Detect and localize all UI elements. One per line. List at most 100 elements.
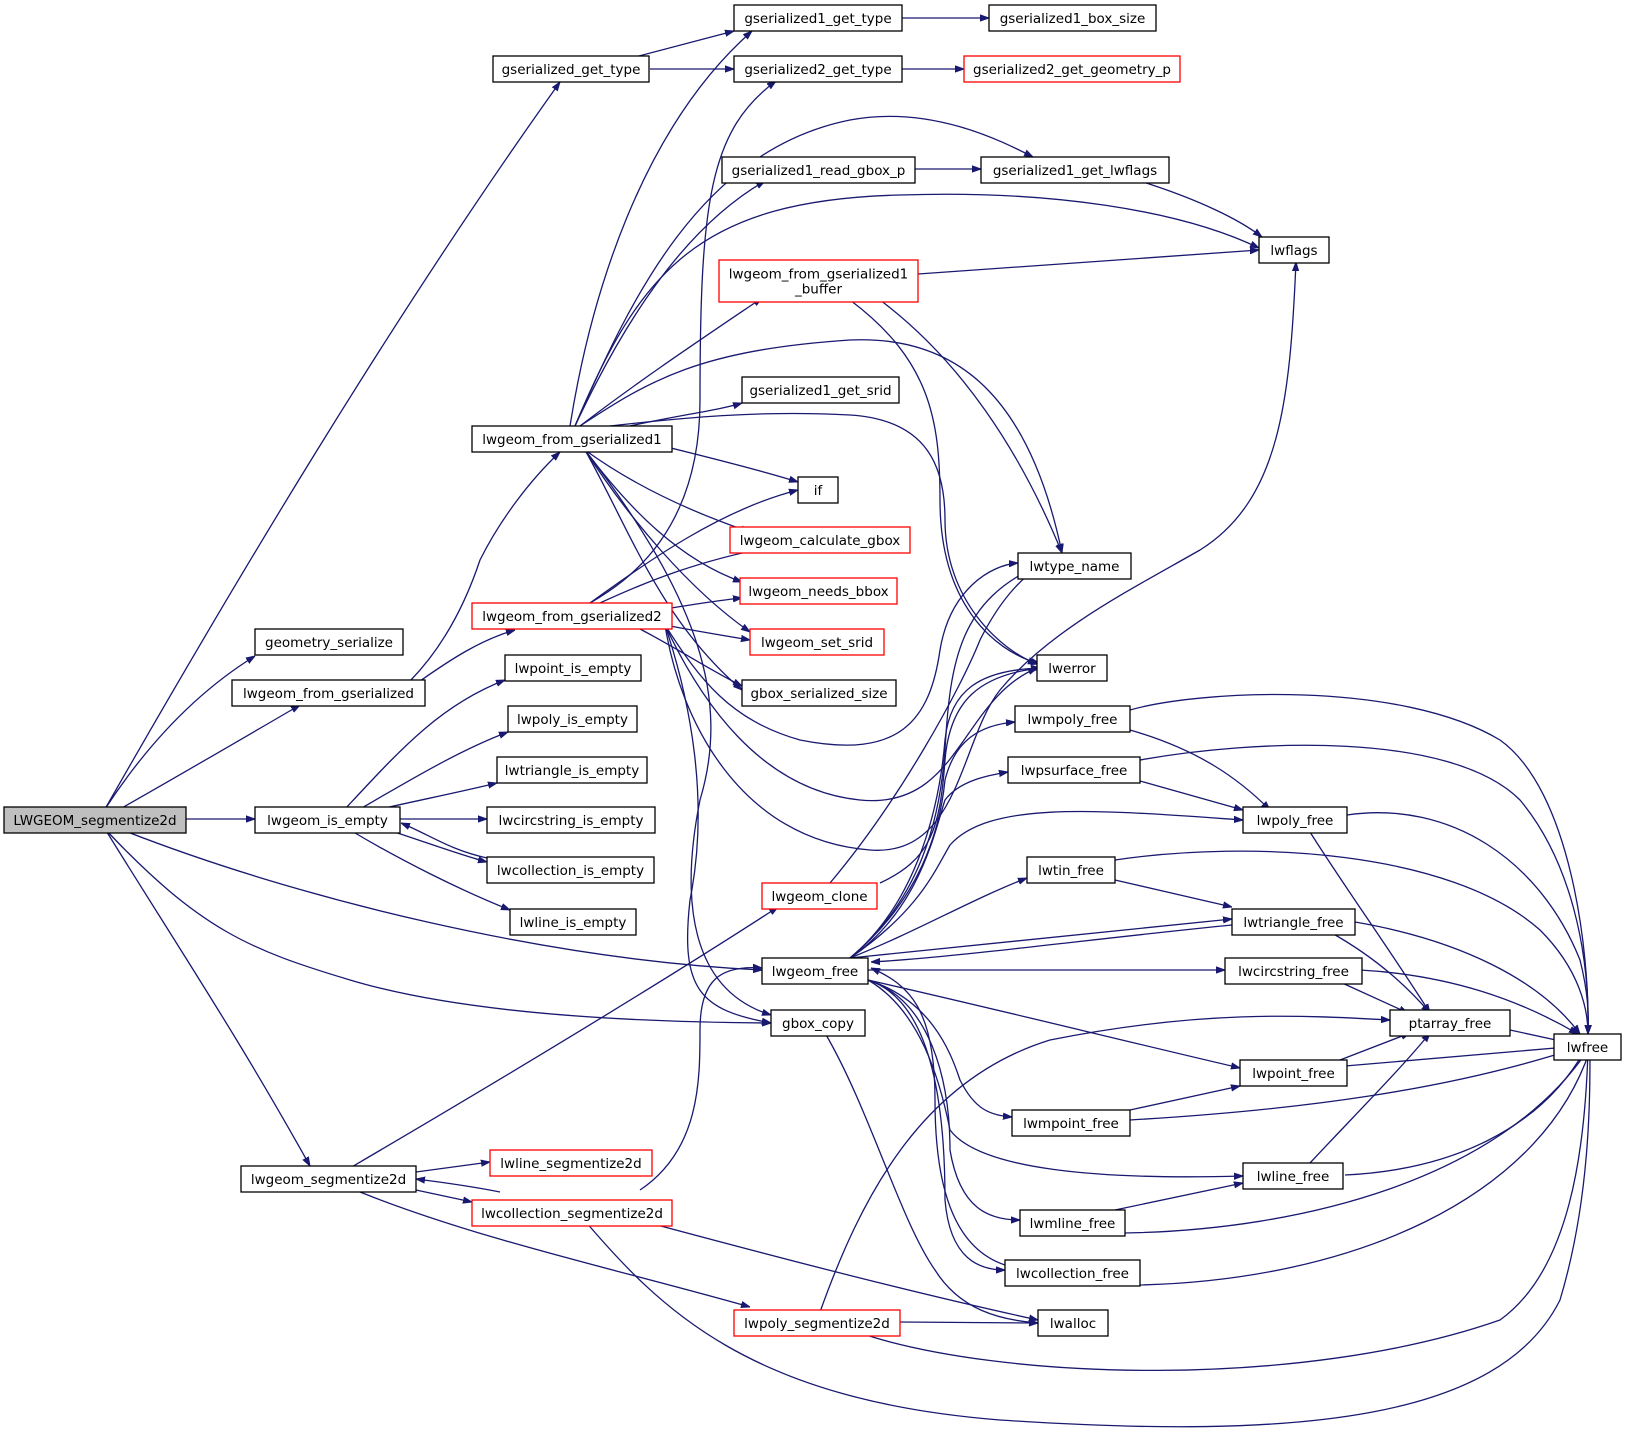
- node-gserialized2-get-geometry-p[interactable]: gserialized2_get_geometry_p: [963, 55, 1181, 83]
- node-box[interactable]: [486, 806, 656, 834]
- node-box[interactable]: [733, 4, 903, 32]
- node-box[interactable]: [761, 882, 878, 910]
- node-lwpsurface-free[interactable]: lwpsurface_free: [1007, 756, 1141, 784]
- node-box[interactable]: [1026, 856, 1116, 884]
- node-gserialized1-get-srid[interactable]: gserialized1_get_srid: [741, 376, 900, 404]
- node-lwcollection-segmentize2d[interactable]: lwcollection_segmentize2d: [471, 1199, 673, 1227]
- node-lwmpoly-free[interactable]: lwmpoly_free: [1014, 705, 1131, 733]
- node-lwalloc[interactable]: lwalloc: [1037, 1309, 1109, 1337]
- node-box[interactable]: [254, 806, 401, 834]
- node-box[interactable]: [471, 602, 673, 630]
- node-gserialized2-get-type[interactable]: gserialized2_get_type: [733, 55, 903, 83]
- node-box[interactable]: [741, 376, 900, 404]
- node-box[interactable]: [471, 425, 673, 453]
- node-lwpoint-is-empty[interactable]: lwpoint_is_empty: [504, 654, 642, 682]
- node-box[interactable]: [1037, 1309, 1109, 1337]
- node-box[interactable]: [496, 756, 648, 784]
- node-geometry-serialize[interactable]: geometry_serialize: [254, 628, 404, 656]
- node-box[interactable]: [1242, 1162, 1344, 1190]
- node-lwgeom-needs-bbox[interactable]: lwgeom_needs_bbox: [739, 577, 898, 605]
- node-box[interactable]: [1239, 1059, 1348, 1087]
- node-box[interactable]: [254, 628, 404, 656]
- node-gserialized-get-type[interactable]: gserialized_get_type: [492, 55, 650, 83]
- node-box[interactable]: [739, 577, 898, 605]
- node-box[interactable]: [729, 526, 911, 554]
- node-lwcircstring-free[interactable]: lwcircstring_free: [1224, 957, 1363, 985]
- node-box[interactable]: [1389, 1009, 1511, 1037]
- node-gserialized1-read-gbox-p[interactable]: gserialized1_read_gbox_p: [721, 156, 916, 184]
- node-box[interactable]: [1242, 806, 1348, 834]
- node-lwcircstring-is-empty[interactable]: lwcircstring_is_empty: [486, 806, 656, 834]
- node-box[interactable]: [761, 957, 869, 985]
- node-lwgeom-from-gserialized1[interactable]: lwgeom_from_gserialized1: [471, 425, 673, 453]
- node-lwgeom-from-gserialized2[interactable]: lwgeom_from_gserialized2: [471, 602, 673, 630]
- node-lwmpoint-free[interactable]: lwmpoint_free: [1011, 1109, 1131, 1137]
- node-lwgeom-is-empty[interactable]: lwgeom_is_empty: [254, 806, 401, 834]
- node-box[interactable]: [1553, 1033, 1622, 1061]
- node-box[interactable]: [1224, 957, 1363, 985]
- node-box[interactable]: [1011, 1109, 1131, 1137]
- node-lwmline-free[interactable]: lwmline_free: [1019, 1209, 1126, 1237]
- node-lwpoly-segmentize2d[interactable]: lwpoly_segmentize2d: [733, 1309, 901, 1337]
- node-box[interactable]: [749, 628, 885, 656]
- node-lwcollection-is-empty[interactable]: lwcollection_is_empty: [486, 856, 655, 884]
- node-lwtin-free[interactable]: lwtin_free: [1026, 856, 1116, 884]
- node-box[interactable]: [988, 4, 1157, 32]
- node-box[interactable]: [1004, 1259, 1141, 1287]
- node-box[interactable]: [1019, 1209, 1126, 1237]
- node-box[interactable]: [741, 679, 897, 707]
- node-box[interactable]: [492, 55, 650, 83]
- node-ptarray-free[interactable]: ptarray_free: [1389, 1009, 1511, 1037]
- node-if[interactable]: if: [797, 476, 839, 504]
- node-box[interactable]: [1036, 654, 1108, 682]
- node-box[interactable]: [471, 1199, 673, 1227]
- node-lwline-is-empty[interactable]: lwline_is_empty: [509, 908, 637, 936]
- node-box[interactable]: [1258, 236, 1330, 264]
- node-gserialized1-get-lwflags[interactable]: gserialized1_get_lwflags: [980, 156, 1170, 184]
- node-box[interactable]: [1007, 756, 1141, 784]
- node-gbox-serialized-size[interactable]: gbox_serialized_size: [741, 679, 897, 707]
- node-lwline-segmentize2d[interactable]: lwline_segmentize2d: [489, 1149, 653, 1177]
- node-lwpoint-free[interactable]: lwpoint_free: [1239, 1059, 1348, 1087]
- node-lwgeom-segmentize2d[interactable]: lwgeom_segmentize2d: [240, 1165, 417, 1193]
- node-lwgeom-clone[interactable]: lwgeom_clone: [761, 882, 878, 910]
- node-gserialized1-get-type[interactable]: gserialized1_get_type: [733, 4, 903, 32]
- node-box[interactable]: [770, 1009, 866, 1037]
- node-lwgeom-calculate-gbox[interactable]: lwgeom_calculate_gbox: [729, 526, 911, 554]
- node-lwtriangle-is-empty[interactable]: lwtriangle_is_empty: [496, 756, 648, 784]
- node-box[interactable]: [980, 156, 1170, 184]
- node-lwline-free[interactable]: lwline_free: [1242, 1162, 1344, 1190]
- node-box[interactable]: [504, 654, 642, 682]
- node-gserialized1-box-size[interactable]: gserialized1_box_size: [988, 4, 1157, 32]
- node-lwgeom-free[interactable]: lwgeom_free: [761, 957, 869, 985]
- node-box[interactable]: [1231, 908, 1356, 936]
- node-lwflags[interactable]: lwflags: [1258, 236, 1330, 264]
- node-box[interactable]: [718, 259, 919, 303]
- node-lwerror[interactable]: lwerror: [1036, 654, 1108, 682]
- node-gbox-copy[interactable]: gbox_copy: [770, 1009, 866, 1037]
- node-box[interactable]: [733, 55, 903, 83]
- node-box[interactable]: [3, 806, 187, 834]
- node-lwtype-name[interactable]: lwtype_name: [1017, 552, 1132, 580]
- node-lwgeom-from-gserialized1-buffer[interactable]: lwgeom_from_gserialized1_buffer: [718, 259, 919, 303]
- node-lwcollection-free[interactable]: lwcollection_free: [1004, 1259, 1141, 1287]
- node-lwgeom-set-srid[interactable]: lwgeom_set_srid: [749, 628, 885, 656]
- node-box[interactable]: [963, 55, 1181, 83]
- node-lwgeom-from-gserialized[interactable]: lwgeom_from_gserialized: [231, 679, 426, 707]
- node-lwpoly-is-empty[interactable]: lwpoly_is_empty: [507, 705, 638, 733]
- node-box[interactable]: [509, 908, 637, 936]
- node-box[interactable]: [721, 156, 916, 184]
- node-box[interactable]: [486, 856, 655, 884]
- node-lwfree[interactable]: lwfree: [1553, 1033, 1622, 1061]
- node-lwtriangle-free[interactable]: lwtriangle_free: [1231, 908, 1356, 936]
- node-box[interactable]: [507, 705, 638, 733]
- node-box[interactable]: [733, 1309, 901, 1337]
- node-box[interactable]: [240, 1165, 417, 1193]
- node-box[interactable]: [1014, 705, 1131, 733]
- node-box[interactable]: [231, 679, 426, 707]
- node-lwpoly-free[interactable]: lwpoly_free: [1242, 806, 1348, 834]
- node-box[interactable]: [489, 1149, 653, 1177]
- node-lwgeom-segmentize2d[interactable]: LWGEOM_segmentize2d: [3, 806, 187, 834]
- node-box[interactable]: [797, 476, 839, 504]
- node-box[interactable]: [1017, 552, 1132, 580]
